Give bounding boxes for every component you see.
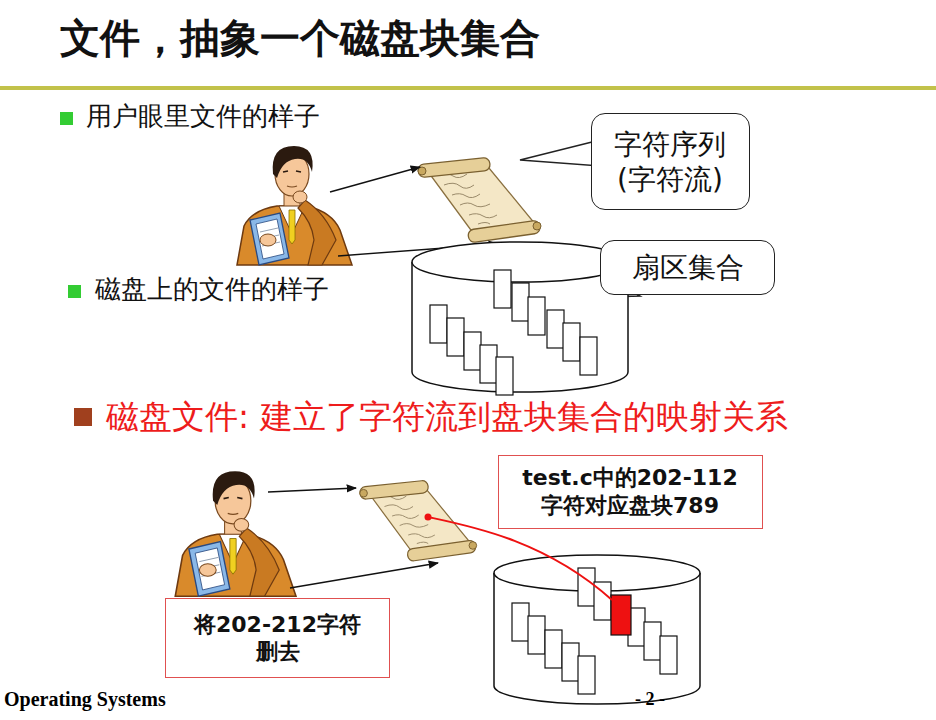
callout-tail [520,140,600,166]
page-number: - 2 - [635,689,665,711]
key-statement: 磁盘文件: 建立了字符流到盘块集合的映射关系 [106,397,788,437]
footer-text: Operating Systems [4,687,166,711]
disk-cylinder [412,242,628,395]
box-text: 扇区集合 [632,250,744,285]
disk-cylinder [494,555,700,704]
bullet-text: 用户眼里文件的样子 [86,101,320,132]
user-figure [175,471,296,596]
sight-arrow [268,488,356,492]
bullet-text: 磁盘上的文件的样子 [95,274,329,305]
bullet [68,285,81,298]
box-text: 字符序列 (字符流) [604,127,736,197]
callout-bubble: 扇区集合 [600,240,775,295]
box-text: 将202-212字符 删去 [185,611,370,666]
slide-title: 文件，抽象一个磁盘块集合 [60,14,540,62]
user-figure [237,146,352,265]
scroll-icon [359,480,476,561]
note-box: test.c中的202-112 字符对应盘块789 [498,455,763,529]
box-text: test.c中的202-112 字符对应盘块789 [511,464,749,519]
callout-bubble: 字符序列 (字符流) [591,113,750,210]
title-rule [0,86,936,90]
note-box: 将202-212字符 删去 [165,598,390,678]
sight-arrow [290,563,438,588]
mapping-dot [425,514,432,521]
scroll-icon [418,157,541,243]
mapping-curve [428,517,612,600]
mapped-block [611,595,631,635]
bullet [60,112,73,125]
bullet [74,408,92,426]
sight-arrow [330,167,420,192]
